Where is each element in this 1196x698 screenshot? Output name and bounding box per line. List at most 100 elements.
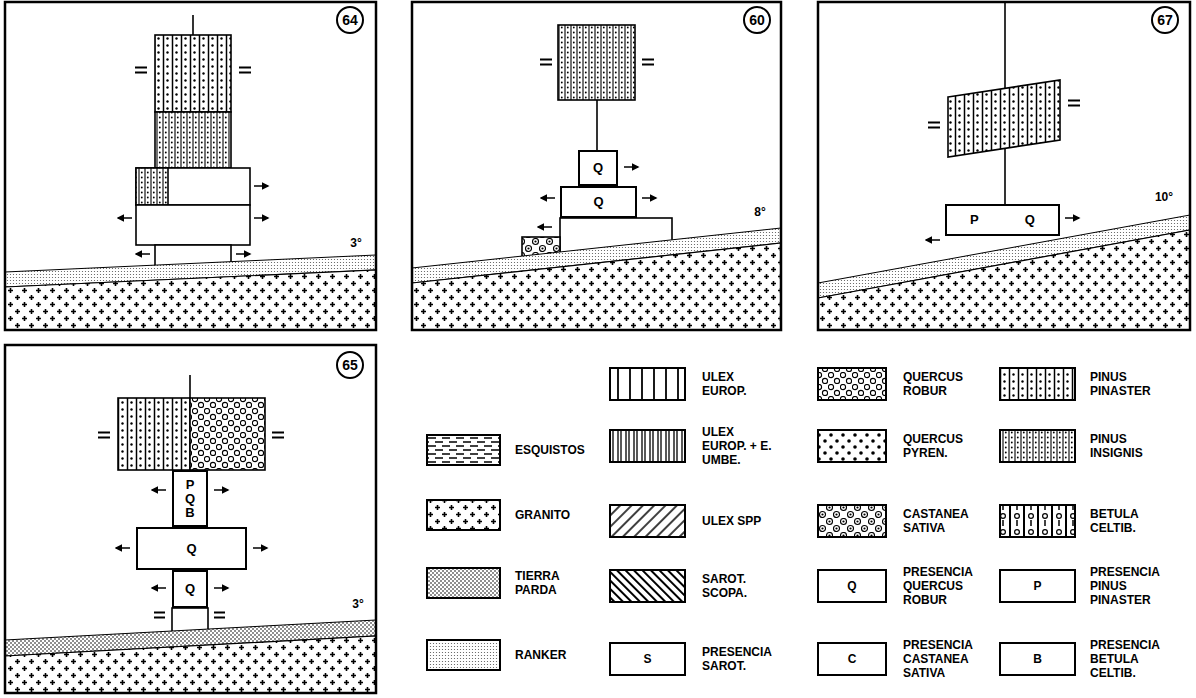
box-text: Q [185,492,195,506]
panel-number: 65 [336,351,364,379]
profile-67-part [818,230,1190,330]
legend-swatches-part [818,570,886,602]
profile-65-part [98,433,284,438]
profile-67 [818,2,1190,330]
profile-65-part [189,375,191,398]
profile-65-part [154,613,225,618]
profile-64 [5,2,376,330]
profile-60-part [412,243,781,330]
panel-number: 64 [336,6,364,34]
profile-60-part [558,25,635,100]
legend-label: CASTANEA SATIVA [903,507,983,535]
profile-64-part [136,205,250,245]
legend-swatches-part [1000,643,1075,675]
presence-box: Q [136,527,247,570]
box-text: 64 [342,13,358,27]
profile-64-part [5,270,376,330]
box-text: Q [1025,213,1035,227]
profile-60 [412,2,781,330]
profile-64-part-part [236,253,250,255]
presence-box: PQ [945,204,1060,236]
legend-swatches-part [427,640,500,670]
profile-65-part [5,636,376,693]
box-text: P [970,213,979,227]
profile-60-part-part [624,166,638,168]
legend-label: GRANITO [515,508,595,522]
legend-swatches-part [610,570,685,602]
presence-box: Q [578,150,618,186]
profile-65-part-part [116,547,130,549]
profile-67-part-part [926,239,940,241]
profile-65-part-part [214,489,228,491]
slope-angle: 8° [754,205,765,219]
profile-65-part [5,345,376,693]
legend-swatches-part [610,368,685,400]
profile-60-part-part [642,197,656,199]
presence-box: PQB [172,470,208,527]
legend-label: SAROT. SCOPA. [702,572,780,600]
box-text: 67 [1157,13,1173,27]
legend-swatches-part [427,500,500,530]
panel-number: 60 [743,6,771,34]
panel-number: 67 [1151,6,1179,34]
profile-60-part [596,100,598,150]
legend-swatches-part [818,430,886,462]
legend-swatches-part [610,643,685,675]
legend-label: QUERCUS PYREN. [903,432,983,460]
profile-67-part-part [1065,217,1079,219]
box-text: 60 [749,13,765,27]
legend-swatches-part [818,505,886,537]
legend-swatches-part [427,435,500,465]
legend-label: PINUS PINASTER [1090,370,1170,398]
profile-67-part [948,80,1060,157]
profile-64-part-part [254,217,268,219]
profile-64-part [155,35,231,112]
profile-65-part [190,398,265,470]
profile-65-part-part [253,547,267,549]
legend-label: ULEX EUROP. [702,370,780,398]
profile-60-part-part [541,197,555,199]
slope-angle: 3° [352,597,363,611]
box-text: P [186,478,195,492]
legend-label: ULEX EUROP. + E. UMBE. [702,425,780,467]
profile-64-part [155,112,231,168]
swatch-letter: Q [847,579,856,593]
legend-label: BETULA CELTIB. [1090,507,1170,535]
legend-swatches [427,368,1075,675]
legend-swatches-part [1000,368,1075,400]
profile-64-part [5,2,376,330]
profile-60-part [540,60,654,65]
profile-64-part [136,168,168,205]
legend-swatches-part [818,368,886,400]
legend-label: TIERRA PARDA [515,569,595,597]
legend-label: PRESENCIA CASTANEA SATIVA [903,638,983,680]
box-text: Q [185,582,195,596]
profile-64-part [118,186,268,254]
slope-angle: 10° [1155,190,1173,204]
legend-label: PRESENCIA PINUS PINASTER [1090,565,1170,607]
legend-label: QUERCUS ROBUR [903,370,983,398]
box-text: B [185,506,194,520]
legend-label: PRESENCIA QUERCUS ROBUR [903,565,983,607]
profile-65-part [118,398,190,470]
swatch-letter: B [1033,652,1042,666]
legend-swatches-part [1000,430,1075,462]
profile-65 [5,345,376,693]
profile-64-part [135,68,251,73]
profile-64-part [136,168,250,205]
legend-label: ULEX SPP [702,514,780,528]
legend-swatches-part [1000,570,1075,602]
swatch-letter: P [1033,579,1041,593]
slope-angle: 3° [350,236,361,250]
profile-65-part-part [152,489,166,491]
legend-label: PINUS INSIGNIS [1090,432,1170,460]
presence-box: Q [560,186,637,218]
legend-swatches-part [610,505,685,537]
legend-label: PRESENCIA SAROT. [702,645,780,673]
legend-swatches-part [818,643,886,675]
legend-swatches-part [427,568,500,598]
swatch-letter: C [848,652,857,666]
box-text: Q [593,161,603,175]
legend-label: ESQUISTOS [515,443,595,457]
